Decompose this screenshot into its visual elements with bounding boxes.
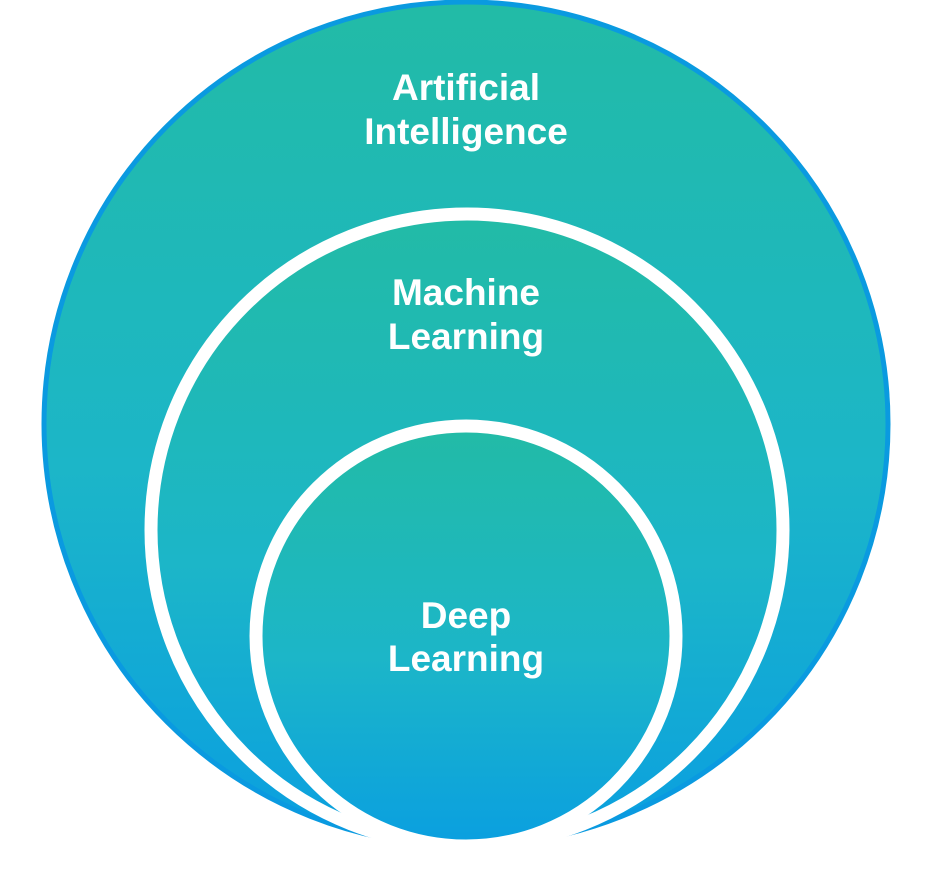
label-ai-line-1: Artificial (392, 67, 540, 108)
label-dl-line-1: Deep (421, 595, 511, 636)
label-dl-line-2: Learning (388, 638, 544, 679)
circle-deep-learning: Deep Learning (249, 419, 683, 853)
inner-circle-shape (249, 419, 683, 853)
label-ml-line-2: Learning (388, 316, 544, 357)
label-ml-line-1: Machine (392, 272, 540, 313)
bottom-mask (0, 846, 938, 874)
label-ai-line-2: Intelligence (364, 111, 568, 152)
